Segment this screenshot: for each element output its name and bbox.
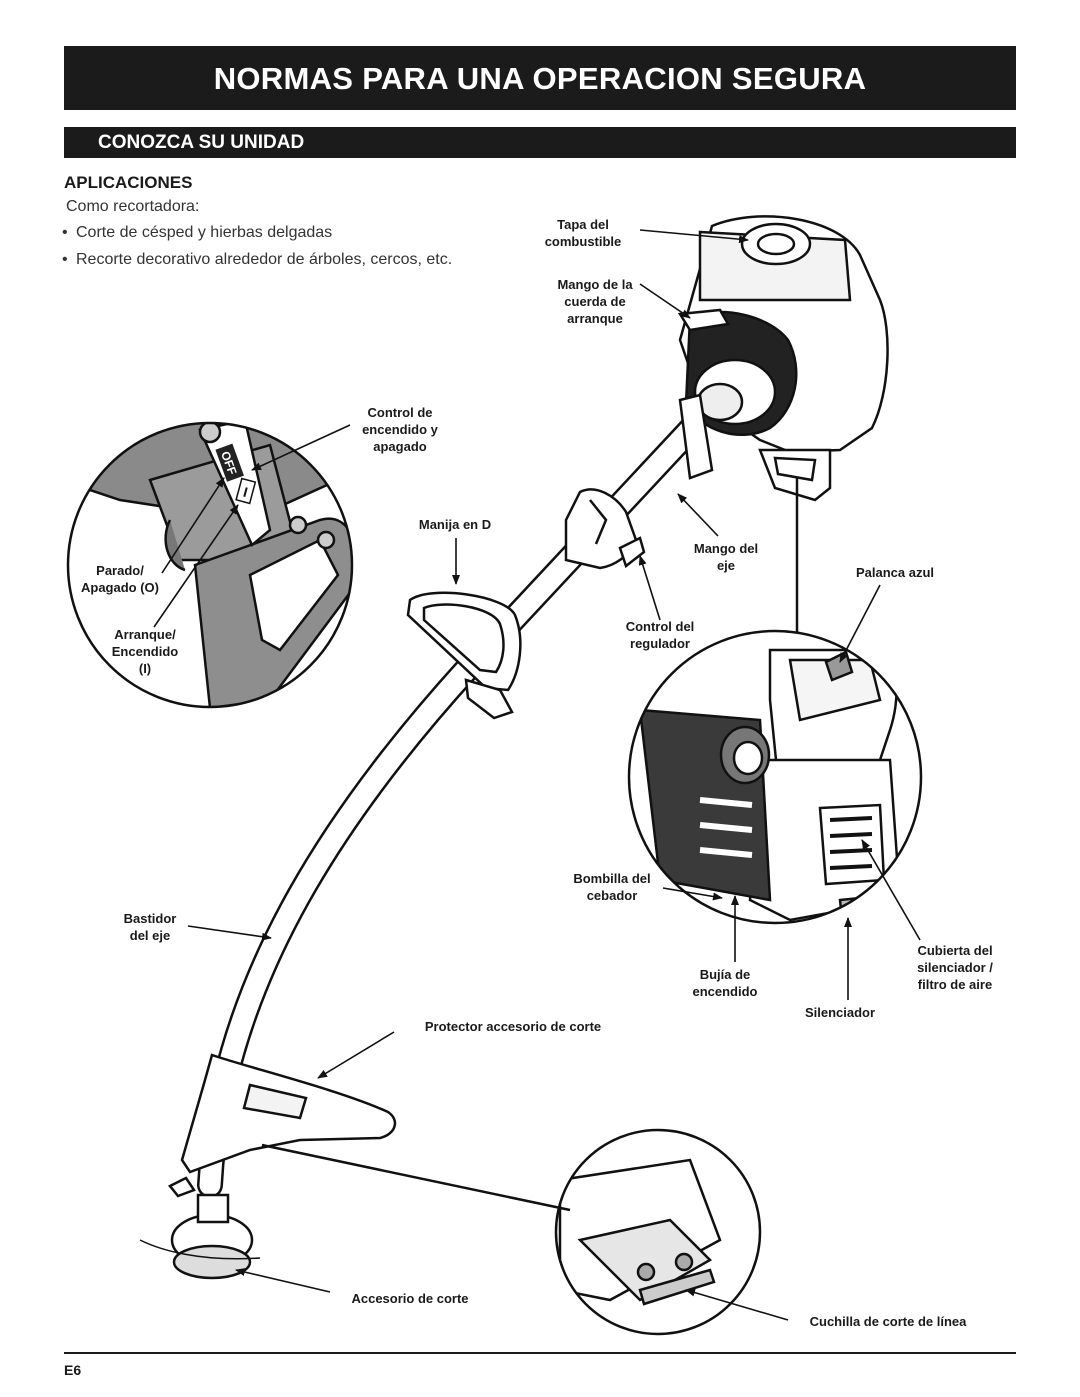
label-primer-bulb: Bombilla del cebador [573, 871, 651, 903]
page-number: E6 [64, 1362, 82, 1378]
leader-cutting-attachment [235, 1268, 331, 1293]
label-fuel-cap: Tapa del combustible [544, 217, 622, 249]
leader-blue-lever [839, 584, 881, 663]
engine-assembly [677, 215, 889, 502]
label-stop-off: Parado/ Apagado (O) [81, 563, 159, 595]
page-title-banner: NORMAS PARA UNA OPERACION SEGURA [64, 46, 1016, 110]
leader-primer [662, 887, 723, 901]
applications-heading: APLICACIONES [64, 173, 193, 192]
leader-stop-off [161, 477, 225, 574]
label-on-off-control: Control de encendido y apagado [362, 405, 438, 454]
leader-shaft-housing [187, 925, 272, 941]
label-shaft-handle: Mango del eje [693, 541, 759, 573]
label-guard: Protector accesorio de corte [424, 1019, 602, 1034]
leader-shaft-handle [677, 493, 719, 537]
applications-intro: Como recortadora: [66, 198, 200, 215]
leader-throttle [638, 555, 661, 621]
switch-on-decal: I [235, 477, 257, 505]
shaft-handle [564, 488, 646, 570]
leader-start-on [153, 504, 239, 628]
leader-line-blade [685, 1288, 789, 1321]
label-cutting-attachment: Accesorio de corte [351, 1291, 469, 1306]
bullet-text: Recorte decorativo alrededor de árboles,… [76, 251, 453, 268]
label-spark-plug: Bujía de encendido [692, 967, 758, 999]
label-d-handle: Manija en D [418, 517, 492, 532]
leader-guard [317, 1031, 395, 1079]
label-blue-lever: Palanca azul [855, 565, 935, 580]
d-handle [406, 591, 522, 720]
bullet-item: •Recorte decorativo alrededor de árboles… [62, 251, 453, 268]
blade-inset [556, 1130, 760, 1334]
switch-decal: OFF [215, 443, 244, 482]
bullet-text: Corte de césped y hierbas delgadas [76, 224, 333, 241]
leader-muffler-cover [861, 839, 921, 941]
label-starter-handle: Mango de la cuerda de arranque [557, 277, 633, 326]
inset-frame-right [627, 629, 923, 925]
section-title-banner: CONOZCA SU UNIDAD [64, 127, 1016, 158]
leader-on-off [251, 424, 351, 471]
inset-frame-bottom [554, 1128, 762, 1336]
label-shaft-housing: Bastidor del eje [123, 911, 177, 943]
label-line-blade: Cuchilla de corte de línea [809, 1314, 967, 1329]
label-throttle-control: Control del regulador [625, 619, 695, 651]
leader-starter-handle [639, 283, 691, 319]
leader-fuel-cap [639, 229, 749, 244]
bullet-item: •Corte de césped y hierbas delgadas [62, 224, 333, 241]
footer-rule [64, 1352, 1016, 1354]
label-muffler: Silenciador [804, 1005, 876, 1020]
inset-leader-bottom [261, 1143, 571, 1212]
cutting-head [139, 1053, 397, 1280]
label-muffler-cover: Cubierta del silenciador / filtro de air… [917, 943, 993, 992]
on-decal-text: I [242, 484, 250, 500]
label-start-on: Arranque/ Encendido (I) [111, 627, 179, 676]
engine-detail-inset [629, 631, 921, 923]
inset-frame-left [66, 421, 354, 709]
